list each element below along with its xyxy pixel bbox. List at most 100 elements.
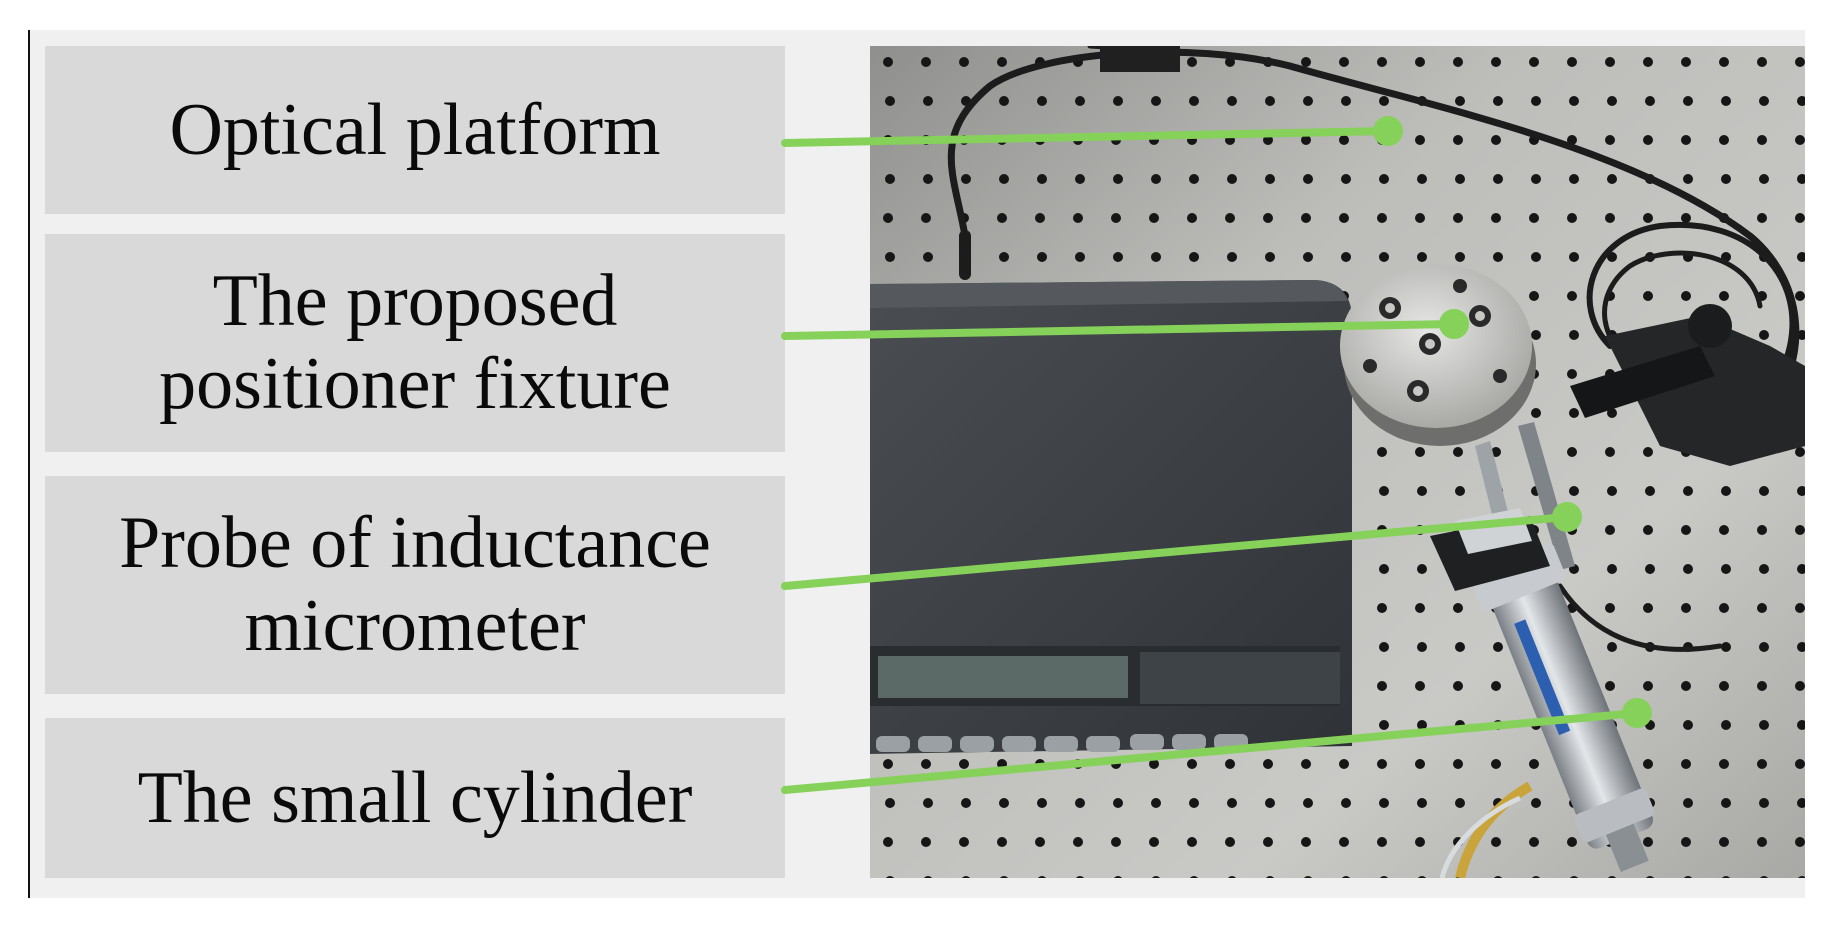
table-hole	[1187, 837, 1197, 847]
table-hole	[1339, 57, 1349, 67]
table-hole	[921, 57, 931, 67]
table-hole	[921, 837, 931, 847]
table-hole	[1795, 213, 1805, 223]
table-hole	[1491, 447, 1501, 457]
table-hole	[1643, 135, 1653, 145]
table-hole	[1187, 57, 1197, 67]
table-hole	[1377, 135, 1387, 145]
table-hole	[1415, 681, 1425, 691]
table-hole	[1265, 174, 1275, 184]
table-hole	[1491, 837, 1501, 847]
table-hole	[1567, 291, 1577, 301]
table-hole	[1567, 213, 1577, 223]
table-hole	[1151, 96, 1161, 106]
label-small-cylinder: The small cylinder	[45, 718, 785, 878]
table-hole	[1529, 837, 1539, 847]
table-hole	[1000, 876, 1008, 878]
table-hole	[1721, 96, 1731, 106]
positioner-fixture-disc	[1340, 264, 1536, 446]
table-hole	[1683, 720, 1693, 730]
table-hole	[1455, 642, 1465, 652]
table-hole	[1531, 798, 1541, 808]
table-hole	[1111, 837, 1121, 847]
table-hole	[1683, 564, 1693, 574]
table-hole	[1304, 876, 1312, 878]
table-hole	[1377, 213, 1387, 223]
label-positioner-fixture: The proposed positioner fixture	[45, 234, 785, 452]
table-hole	[1759, 798, 1769, 808]
table-hole	[1607, 408, 1617, 418]
table-hole	[1569, 408, 1579, 418]
table-hole	[1759, 330, 1769, 340]
table-hole	[1681, 681, 1691, 691]
table-hole	[924, 876, 932, 878]
table-hole	[1415, 57, 1425, 67]
table-hole	[1759, 486, 1769, 496]
table-hole	[1643, 57, 1653, 67]
table-hole	[1721, 798, 1731, 808]
table-hole	[1415, 213, 1425, 223]
table-hole	[1341, 174, 1351, 184]
table-hole	[1567, 57, 1577, 67]
table-hole	[1684, 876, 1692, 878]
table-hole	[997, 135, 1007, 145]
table-hole	[1795, 57, 1805, 67]
table-hole	[1607, 96, 1617, 106]
table-hole	[1493, 252, 1503, 262]
table-hole	[1531, 330, 1541, 340]
table-hole	[1225, 135, 1235, 145]
table-hole	[1719, 525, 1729, 535]
table-hole	[1719, 681, 1729, 691]
table-hole	[1037, 252, 1047, 262]
table-hole	[1417, 252, 1427, 262]
table-hole	[1075, 174, 1085, 184]
table-hole	[997, 837, 1007, 847]
table-hole	[1569, 174, 1579, 184]
table-hole	[1303, 798, 1313, 808]
table-hole	[1607, 252, 1617, 262]
table-hole	[1453, 759, 1463, 769]
table-hole	[1266, 876, 1274, 878]
table-hole	[1417, 486, 1427, 496]
table-hole	[883, 57, 893, 67]
table-hole	[1111, 759, 1121, 769]
table-hole	[1301, 837, 1311, 847]
table-hole	[1417, 564, 1427, 574]
table-hole	[1301, 57, 1311, 67]
table-hole	[1493, 642, 1503, 652]
table-hole	[1152, 876, 1160, 878]
table-hole	[1719, 837, 1729, 847]
table-hole	[923, 174, 933, 184]
table-hole	[1415, 135, 1425, 145]
table-hole	[923, 252, 933, 262]
table-hole	[1453, 213, 1463, 223]
table-hole	[1379, 720, 1389, 730]
table-hole	[1113, 96, 1123, 106]
table-hole	[1643, 681, 1653, 691]
table-hole	[885, 96, 895, 106]
table-hole	[1417, 174, 1427, 184]
table-hole	[1455, 486, 1465, 496]
table-hole	[1113, 798, 1123, 808]
table-hole	[1149, 837, 1159, 847]
table-hole	[1113, 174, 1123, 184]
left-border-line	[28, 30, 30, 898]
table-hole	[1607, 174, 1617, 184]
table-hole	[1795, 681, 1805, 691]
table-hole	[1643, 603, 1653, 613]
table-hole	[1683, 174, 1693, 184]
table-hole	[1303, 96, 1313, 106]
table-hole	[997, 759, 1007, 769]
table-hole	[885, 252, 895, 262]
table-hole	[886, 876, 894, 878]
table-hole	[1795, 603, 1805, 613]
table-hole	[1681, 135, 1691, 145]
table-hole	[1227, 174, 1237, 184]
table-hole	[1643, 759, 1653, 769]
label-optical-platform: Optical platform	[45, 46, 785, 214]
table-hole	[1073, 135, 1083, 145]
table-hole	[1341, 798, 1351, 808]
table-hole	[1491, 681, 1501, 691]
table-hole	[1643, 447, 1653, 457]
